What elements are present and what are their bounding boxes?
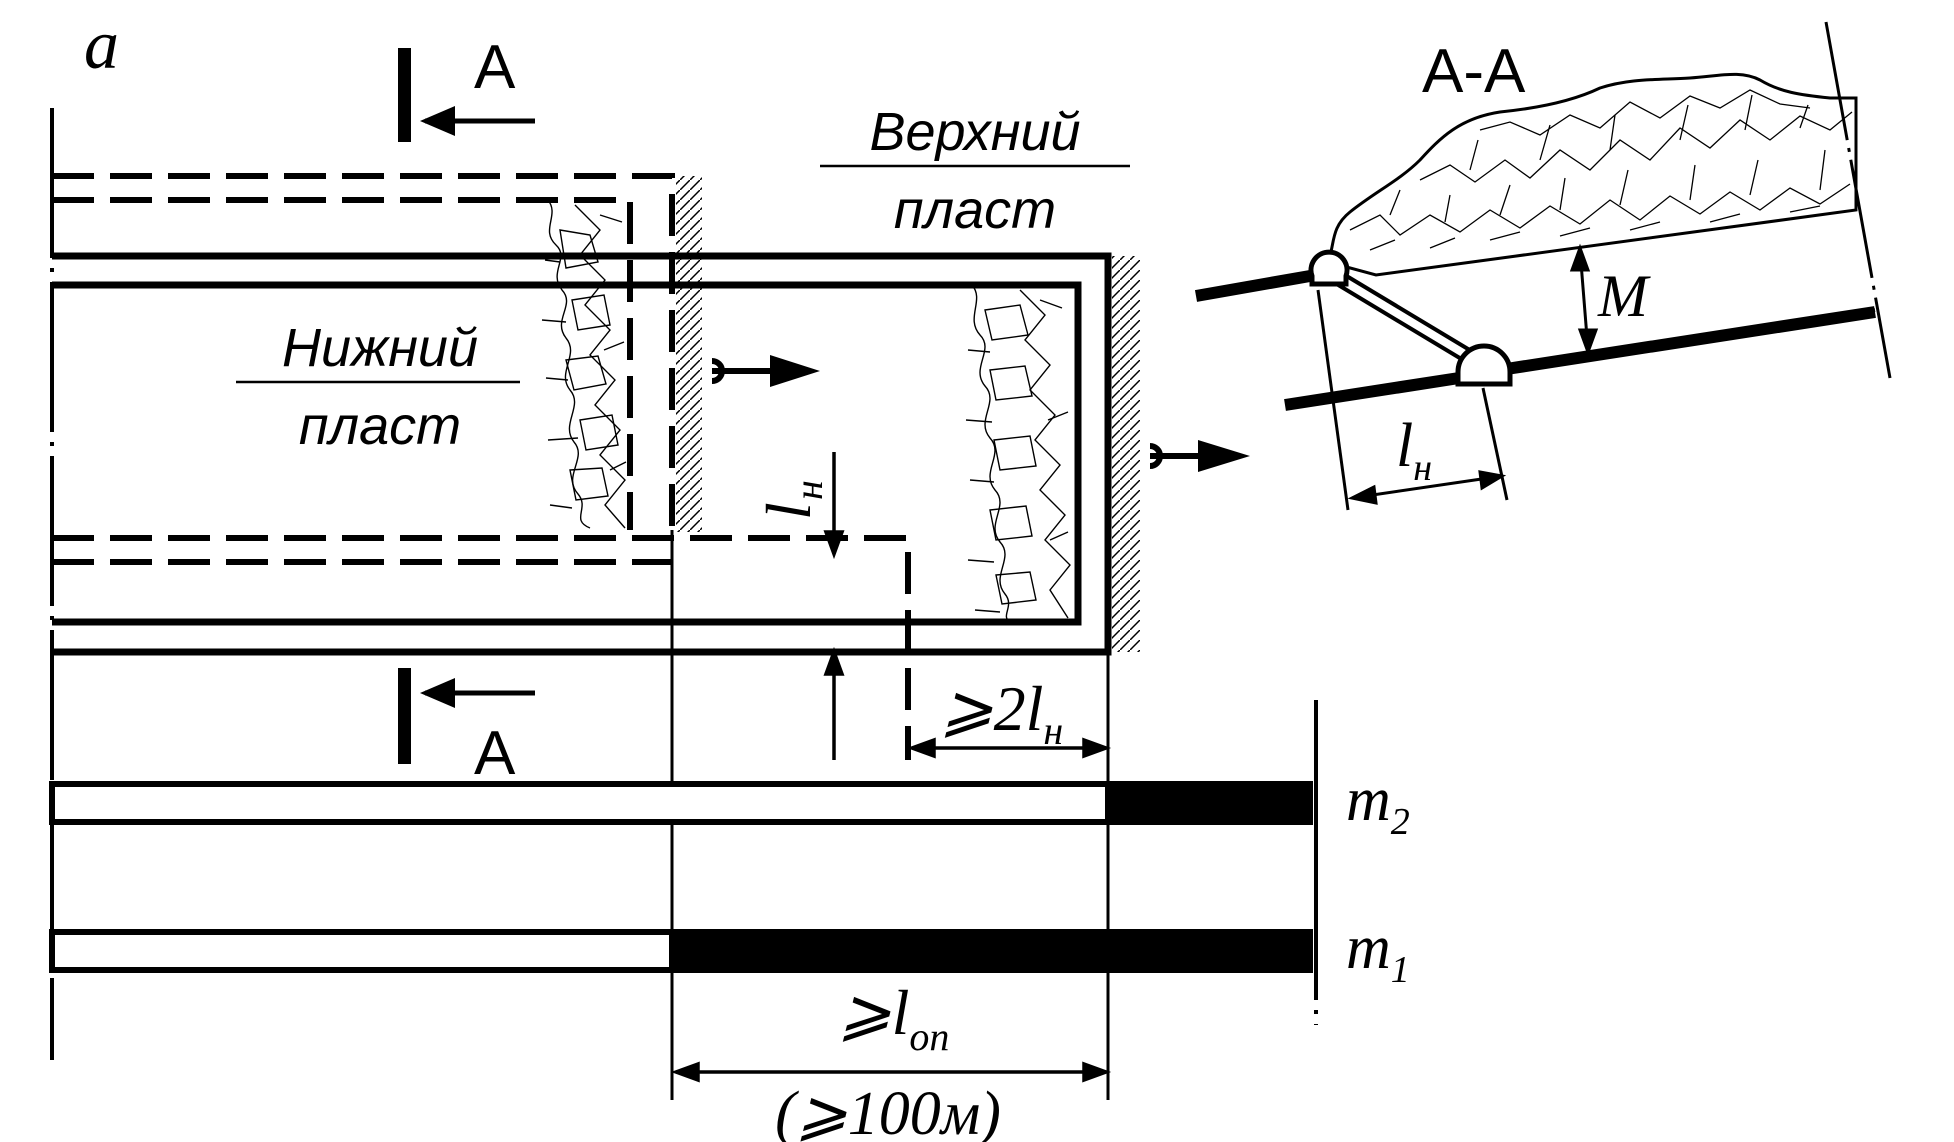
section-aa bbox=[1194, 21, 1892, 511]
lower-seam-dashed-workings bbox=[52, 173, 911, 760]
lower-face-hatch bbox=[676, 176, 702, 532]
dim-ln-section bbox=[1347, 470, 1507, 505]
seam-strip-m2 bbox=[49, 781, 1313, 825]
seam-strip-m1 bbox=[49, 929, 1313, 973]
m2-label: m2 bbox=[1346, 766, 1410, 843]
upper-seam-panel bbox=[52, 252, 1112, 656]
dim-2ln bbox=[906, 737, 1112, 759]
lower-seam-word: пласт bbox=[299, 396, 461, 456]
section-mark-top-label: A bbox=[474, 33, 516, 102]
upper-roadway bbox=[1308, 249, 1350, 287]
coal-mass-texture bbox=[1349, 89, 1853, 251]
advance-arrow-lower bbox=[711, 355, 820, 387]
section-title: A-A bbox=[1422, 37, 1526, 106]
svg-text:l: l bbox=[753, 502, 824, 520]
goaf-rubble-lower bbox=[541, 199, 627, 529]
m1-label: m1 bbox=[1346, 914, 1410, 991]
advance-arrow-upper bbox=[1149, 440, 1250, 472]
upper-face-hatch bbox=[1112, 256, 1140, 652]
section-mark-top bbox=[398, 48, 535, 142]
section-mark-bottom-label: A bbox=[474, 719, 516, 788]
ln-section-label: lн bbox=[1396, 412, 1432, 489]
section-mark-bottom bbox=[398, 668, 535, 764]
fig-letter: a bbox=[84, 7, 119, 84]
aa-upper-seam-line bbox=[1194, 270, 1312, 302]
M-label: M bbox=[1597, 263, 1651, 329]
dim-lop bbox=[670, 1061, 1112, 1083]
upper-seam-label: Верхний bbox=[869, 102, 1080, 162]
dim-ln-vertical bbox=[823, 452, 845, 760]
ln-vertical-label: l н bbox=[753, 480, 831, 520]
lower-roadway bbox=[1455, 343, 1513, 387]
dim-2ln-label: ⩾2lн bbox=[940, 673, 1063, 753]
dim-M bbox=[1569, 243, 1599, 357]
upper-seam-word: пласт bbox=[894, 180, 1056, 240]
coal-mass-outline bbox=[1325, 72, 1858, 277]
lower-seam-label: Нижний bbox=[282, 318, 478, 378]
dim-100-label: (⩾100м) bbox=[775, 1080, 1001, 1142]
svg-text:н: н bbox=[786, 480, 831, 500]
aa-lower-seam-line bbox=[1284, 370, 1473, 411]
goaf-rubble-upper bbox=[965, 284, 1071, 623]
dim-lop-label: ⩾lоп bbox=[838, 977, 949, 1059]
